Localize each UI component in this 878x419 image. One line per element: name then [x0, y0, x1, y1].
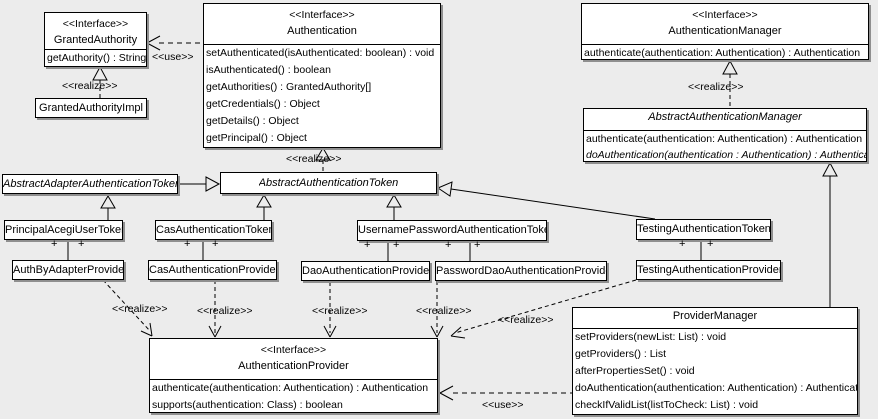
- method-abstract: doAuthentication(authentication : Authen…: [586, 149, 866, 161]
- edge-gen-providermanager: [822, 161, 838, 307]
- class-testing-authentication-token: TestingAuthenticationToken: [636, 219, 771, 240]
- label-use-providermanager: <<use>>: [482, 399, 524, 411]
- edge-realize-grantedauthorityimpl: [92, 65, 108, 98]
- label-use-grantedauthority: <<use>>: [152, 51, 194, 63]
- label-assoc-plus: +: [51, 238, 58, 250]
- class-password-dao-authentication-provider: PasswordDaoAuthenticationProvider: [435, 261, 607, 281]
- class-provider-manager: ProviderManager setProviders(newList: Li…: [572, 307, 858, 415]
- label-assoc-plus: +: [679, 238, 686, 250]
- edge-assoc-lines: [67, 240, 702, 261]
- label-assoc-plus: +: [445, 239, 452, 251]
- label-assoc-plus: +: [364, 239, 371, 251]
- label-realize-casprovider: <<realize>>: [197, 305, 253, 317]
- label-assoc-plus: +: [78, 238, 85, 250]
- edge-gen-cas-token: [256, 194, 272, 220]
- method: doAuthentication(authentication: Authent…: [575, 382, 857, 394]
- method: authenticate(authentication: Authenticat…: [586, 133, 863, 145]
- class-name: AuthenticationManager: [668, 25, 782, 37]
- edge-gen-testing-token: [436, 181, 656, 220]
- class-testing-authentication-provider: TestingAuthenticationProvider: [636, 260, 781, 280]
- stereotype-interface: <<Interface>>: [62, 18, 129, 30]
- method: isAuthenticated() : boolean: [206, 64, 331, 76]
- label-realize-grantedauthorityimpl: <<realize>>: [62, 80, 118, 92]
- method: afterPropertiesSet() : void: [575, 365, 695, 377]
- method: authenticate(authentication: Authenticat…: [584, 47, 861, 59]
- method: authenticate(authentication: Authenticat…: [152, 382, 429, 394]
- class-name: GrantedAuthority: [53, 34, 138, 46]
- class-cas-authentication-token: CasAuthenticationToken: [155, 220, 272, 240]
- class-cas-authentication-provider: CasAuthenticationProvider: [148, 260, 277, 280]
- label-assoc-plus: +: [212, 238, 219, 250]
- stereotype-interface: <<Interface>>: [260, 344, 327, 356]
- class-authentication-provider: <<Interface>> AuthenticationProvider aut…: [149, 338, 438, 413]
- class-name: DaoAuthenticationProvider: [302, 264, 429, 277]
- label-realize-abstractauthenticationtoken: <<realize>>: [286, 153, 342, 165]
- class-name: AbstractAdapterAuthenticationToken: [3, 177, 177, 190]
- label-assoc-plus: +: [393, 239, 400, 251]
- label-realize-testingprovider: <<realize>>: [498, 314, 554, 326]
- edge-realize-abstractauthenticationtoken: [315, 147, 331, 172]
- class-name: GrantedAuthorityImpl: [39, 101, 143, 114]
- class-principal-acegi-user-token: PrincipalAcegiUserToken: [4, 220, 123, 240]
- class-name: CasAuthenticationProvider: [149, 263, 276, 276]
- stereotype-interface: <<Interface>>: [289, 9, 355, 21]
- class-abstract-adapter-authentication-token: AbstractAdapterAuthenticationToken: [2, 174, 178, 194]
- method: setAuthenticated(isAuthenticated: boolea…: [206, 47, 435, 59]
- class-name: TestingAuthenticationToken: [637, 223, 770, 235]
- method: getAuthority() : String: [47, 52, 146, 64]
- class-granted-authority: <<Interface>> GrantedAuthority getAuthor…: [44, 12, 147, 67]
- method: getProviders() : List: [575, 348, 667, 360]
- class-name: AbstractAuthenticationManager: [648, 111, 802, 123]
- label-assoc-plus: +: [707, 238, 714, 250]
- edge-realize-providers: [102, 279, 637, 339]
- class-name: AuthenticationProvider: [238, 360, 349, 372]
- method: getAuthorities() : GrantedAuthority[]: [206, 81, 372, 93]
- label-realize-authbyadapter: <<realize>>: [112, 303, 168, 315]
- edge-gen-principal-token: [100, 195, 116, 220]
- method: getDetails() : Object: [206, 115, 299, 127]
- stereotype-interface: <<Interface>>: [692, 9, 758, 21]
- class-abstract-authentication-token: AbstractAuthenticationToken: [220, 172, 437, 194]
- edge-use-authentication-grantedauthority: [146, 35, 203, 51]
- method: supports(authentication: Class) : boolea…: [152, 399, 343, 411]
- class-auth-by-adapter-provider: AuthByAdapterProvider: [12, 260, 124, 280]
- method: setProviders(newList: List) : void: [575, 331, 727, 343]
- class-name: AuthByAdapterProvider: [13, 263, 123, 276]
- class-name: PasswordDaoAuthenticationProvider: [436, 264, 606, 277]
- edge-use-providermanager: [439, 385, 572, 401]
- class-name: TestingAuthenticationProvider: [637, 263, 780, 276]
- edge-gen-adapter-token: [179, 176, 221, 192]
- class-name: Authentication: [287, 25, 357, 37]
- class-authentication: <<Interface>> Authentication setAuthenti…: [203, 3, 441, 148]
- label-realize-daoprovider: <<realize>>: [312, 305, 368, 317]
- class-name: ProviderManager: [672, 310, 758, 322]
- label-realize-passworddaoprovider: <<realize>>: [416, 305, 472, 317]
- label-assoc-plus: +: [184, 238, 191, 250]
- class-authentication-manager: <<Interface>> AuthenticationManager auth…: [581, 3, 869, 60]
- class-name: UsernamePasswordAuthenticationToken: [358, 224, 546, 236]
- edge-gen-usernamepassword-token: [386, 194, 402, 220]
- class-name: PrincipalAcegiUserToken: [5, 223, 122, 236]
- method: getCredentials() : Object: [206, 98, 320, 110]
- class-name: AbstractAuthenticationToken: [258, 176, 399, 189]
- edge-realize-abstractauthenticationmanager: [722, 59, 738, 108]
- class-abstract-authentication-manager: AbstractAuthenticationManager authentica…: [583, 108, 867, 162]
- class-dao-authentication-provider: DaoAuthenticationProvider: [301, 261, 430, 281]
- label-realize-abstractauthenticationmanager: <<realize>>: [688, 81, 744, 93]
- method: getPrincipal() : Object: [206, 132, 307, 144]
- class-name: CasAuthenticationToken: [156, 223, 271, 236]
- class-username-password-authentication-token: UsernamePasswordAuthenticationToken: [357, 220, 547, 241]
- method: checkIfValidList(listToCheck: List) : vo…: [575, 399, 759, 411]
- label-assoc-plus: +: [474, 239, 481, 251]
- class-granted-authority-impl: GrantedAuthorityImpl: [35, 98, 147, 118]
